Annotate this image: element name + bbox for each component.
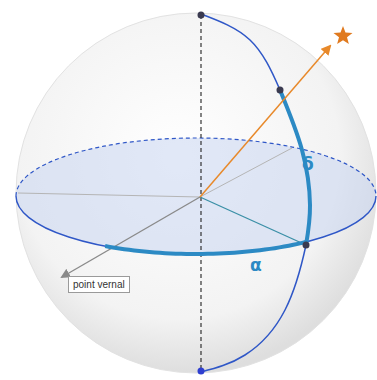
pole-dot xyxy=(198,368,205,375)
declination-label: δ xyxy=(302,154,314,174)
equator-plane xyxy=(16,138,376,254)
hour-circle xyxy=(201,14,310,372)
projection-line xyxy=(200,197,306,245)
pole-dot xyxy=(198,12,205,19)
star-direction xyxy=(200,46,330,197)
polar-axis xyxy=(200,15,201,371)
star-projection-dot xyxy=(277,87,284,94)
vernal-point-label: point vernal xyxy=(68,276,130,293)
plane-line xyxy=(18,193,200,197)
equator-front xyxy=(16,196,376,254)
plane-line xyxy=(200,148,292,197)
right-ascension-arc xyxy=(105,242,306,254)
right-ascension-label: α xyxy=(250,255,262,275)
equator-dot xyxy=(303,242,310,249)
vernal-direction xyxy=(62,197,200,277)
equator-back xyxy=(16,138,376,196)
star-symbol xyxy=(333,26,352,44)
sphere xyxy=(16,13,376,373)
